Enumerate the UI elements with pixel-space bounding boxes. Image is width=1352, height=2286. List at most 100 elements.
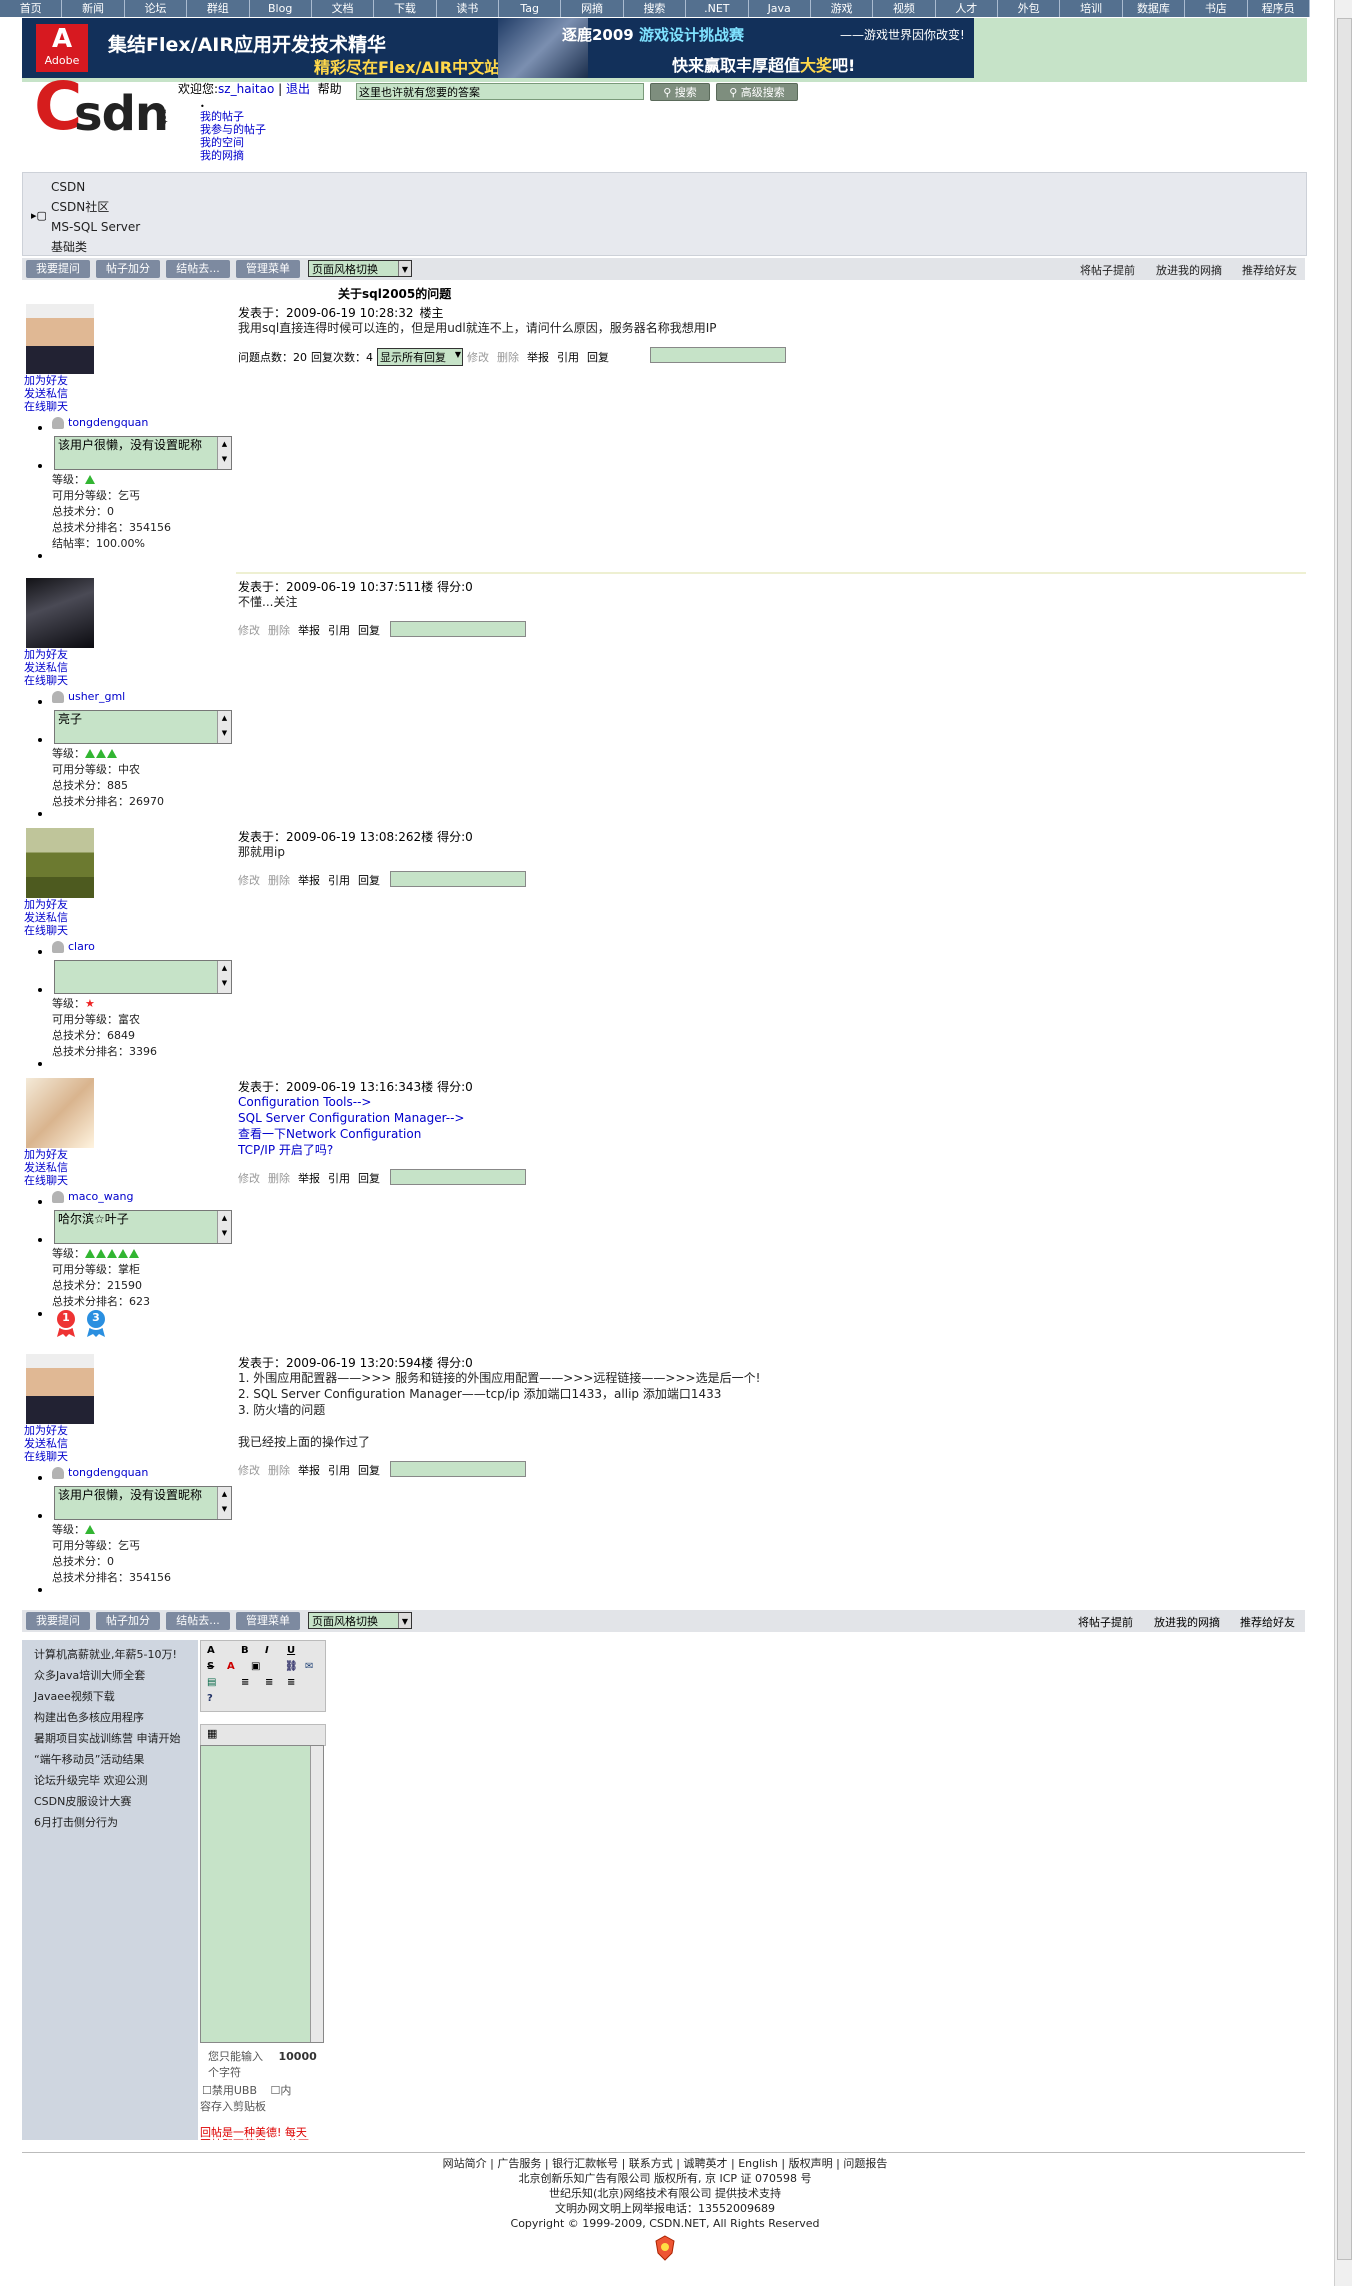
police-badge-icon[interactable] <box>0 2235 1330 2265</box>
nav-item[interactable]: 论坛 <box>125 0 188 17</box>
report-link[interactable]: 举报 <box>527 351 549 364</box>
scrollbar-thumb[interactable] <box>1337 18 1352 2260</box>
nav-item[interactable]: Java <box>749 0 811 17</box>
signature-box[interactable]: 哈尔滨☆叶子▲▼ <box>54 1210 232 1244</box>
nav-item[interactable]: 游戏 <box>811 0 874 17</box>
delete-link[interactable]: 删除 <box>268 624 290 637</box>
italic-icon[interactable]: I <box>265 1645 269 1656</box>
edit-link[interactable]: 修改 <box>467 351 489 364</box>
signature-scrollbar[interactable]: ▲▼ <box>217 711 231 743</box>
signature-box[interactable]: 亮子▲▼ <box>54 710 232 744</box>
footer-link[interactable]: 网站简介 <box>442 2157 487 2170</box>
edit-link[interactable]: 修改 <box>238 1172 260 1185</box>
add-friend-link[interactable]: 加为好友 <box>24 1424 68 1437</box>
add-points-button[interactable]: 帖子加分 <box>96 1612 160 1630</box>
disable-ubb-checkbox[interactable]: ☐ <box>202 2084 212 2097</box>
avatar[interactable] <box>26 1078 94 1148</box>
nav-item[interactable]: 书店 <box>1185 0 1248 17</box>
signature-scrollbar[interactable]: ▲▼ <box>217 1211 231 1243</box>
promo-link[interactable]: 构建出色多核应用程序 <box>34 1711 144 1724</box>
avatar[interactable] <box>26 828 94 898</box>
quote-link[interactable]: 引用 <box>328 874 350 887</box>
nav-item[interactable]: .NET <box>686 0 749 17</box>
promo-link[interactable]: 论坛升级完毕 欢迎公测 <box>34 1774 148 1787</box>
align-right-icon[interactable]: ≡ <box>287 1677 296 1688</box>
page-scrollbar[interactable] <box>1334 0 1352 2286</box>
bookmark-link[interactable]: 放进我的网摘 <box>1156 264 1222 277</box>
quote-link[interactable]: 引用 <box>557 351 579 364</box>
quick-reply-input[interactable] <box>390 1169 526 1185</box>
footer-link[interactable]: 银行汇款帐号 <box>552 2157 619 2170</box>
signature-box[interactable]: 该用户很懒，没有设置昵称▲▼ <box>54 436 232 470</box>
bookmark-link[interactable]: 放进我的网摘 <box>1154 1616 1220 1629</box>
signature-box[interactable]: ▲▼ <box>54 960 232 994</box>
nav-item[interactable]: Tag <box>499 0 562 17</box>
admin-menu-button[interactable]: 管理菜单 <box>236 1612 300 1630</box>
reply-link[interactable]: 回复 <box>587 351 609 364</box>
logout-link[interactable]: 退出 <box>285 82 310 96</box>
font-icon[interactable]: A <box>207 1645 215 1656</box>
footer-link[interactable]: 问题报告 <box>843 2157 888 2170</box>
avatar[interactable] <box>26 578 94 648</box>
ask-question-button[interactable]: 我要提问 <box>26 260 90 278</box>
admin-menu-button[interactable]: 管理菜单 <box>236 260 300 278</box>
online-chat-link[interactable]: 在线聊天 <box>24 400 68 413</box>
color-icon[interactable]: A <box>227 1661 235 1672</box>
breadcrumb-category[interactable]: 基础类 <box>51 240 88 254</box>
close-topic-button[interactable]: 结帖去... <box>166 260 230 278</box>
online-chat-link[interactable]: 在线聊天 <box>24 674 68 687</box>
report-link[interactable]: 举报 <box>298 1172 320 1185</box>
edit-link[interactable]: 修改 <box>238 874 260 887</box>
my-bookmarks-link[interactable]: 我的网摘 <box>200 149 244 162</box>
advanced-search-button[interactable]: ⚲ 高级搜索 <box>716 83 798 101</box>
link-icon[interactable]: ⛓ <box>285 1661 298 1672</box>
my-participated-link[interactable]: 我参与的帖子 <box>200 123 266 136</box>
nav-item[interactable]: 下载 <box>374 0 437 17</box>
username-link[interactable]: claro <box>68 940 95 953</box>
report-link[interactable]: 举报 <box>298 624 320 637</box>
breadcrumb-community[interactable]: CSDN社区 <box>51 200 110 214</box>
promo-link[interactable]: 众多Java培训大师全套 <box>34 1669 146 1682</box>
signature-scrollbar[interactable]: ▲▼ <box>217 437 231 469</box>
nav-item[interactable]: 培训 <box>1060 0 1123 17</box>
quick-reply-input[interactable] <box>650 347 786 363</box>
quote-link[interactable]: 引用 <box>328 1464 350 1477</box>
quick-reply-input[interactable] <box>390 871 526 887</box>
reply-link[interactable]: 回复 <box>358 1464 380 1477</box>
username-link[interactable]: tongdengquan <box>68 1466 149 1479</box>
delete-link[interactable]: 删除 <box>268 874 290 887</box>
bump-topic-link[interactable]: 将帖子提前 <box>1080 264 1135 277</box>
image-icon[interactable]: ▣ <box>251 1661 261 1672</box>
reply-link[interactable]: 回复 <box>358 624 380 637</box>
nav-item[interactable]: Blog <box>250 0 312 17</box>
recommend-link[interactable]: 推荐给好友 <box>1240 1616 1295 1629</box>
reply-textarea[interactable] <box>200 1745 324 2043</box>
nav-item[interactable]: 读书 <box>437 0 499 17</box>
delete-link[interactable]: 删除 <box>268 1464 290 1477</box>
strike-icon[interactable]: S <box>207 1661 215 1672</box>
username-link[interactable]: usher_gml <box>68 690 126 703</box>
signature-scrollbar[interactable]: ▲▼ <box>217 1487 231 1519</box>
quick-reply-input[interactable] <box>390 1461 526 1477</box>
nav-item[interactable]: 文档 <box>312 0 375 17</box>
add-friend-link[interactable]: 加为好友 <box>24 1148 68 1161</box>
nav-item[interactable]: 视频 <box>873 0 936 17</box>
underline-icon[interactable]: U <box>287 1645 296 1656</box>
nav-item[interactable]: 搜索 <box>624 0 687 17</box>
delete-link[interactable]: 删除 <box>268 1172 290 1185</box>
breadcrumb-csdn[interactable]: CSDN <box>51 180 86 194</box>
textarea-scrollbar[interactable] <box>310 1746 323 2042</box>
align-left-icon[interactable]: ≡ <box>241 1677 250 1688</box>
delete-link[interactable]: 删除 <box>497 351 519 364</box>
online-chat-link[interactable]: 在线聊天 <box>24 924 68 937</box>
nav-item[interactable]: 数据库 <box>1123 0 1186 17</box>
breadcrumb-forum[interactable]: MS-SQL Server <box>51 220 141 234</box>
ask-question-button[interactable]: 我要提问 <box>26 1612 90 1630</box>
edit-icon[interactable]: ▦ <box>207 1727 218 1740</box>
promo-link[interactable]: 暑期项目实战训练营 申请开始 <box>34 1732 181 1745</box>
promo-link[interactable]: 计算机高薪就业,年薪5-10万! <box>34 1648 177 1661</box>
footer-link[interactable]: 联系方式 <box>628 2157 673 2170</box>
signature-scrollbar[interactable]: ▲▼ <box>217 961 231 993</box>
bold-icon[interactable]: B <box>241 1645 249 1656</box>
